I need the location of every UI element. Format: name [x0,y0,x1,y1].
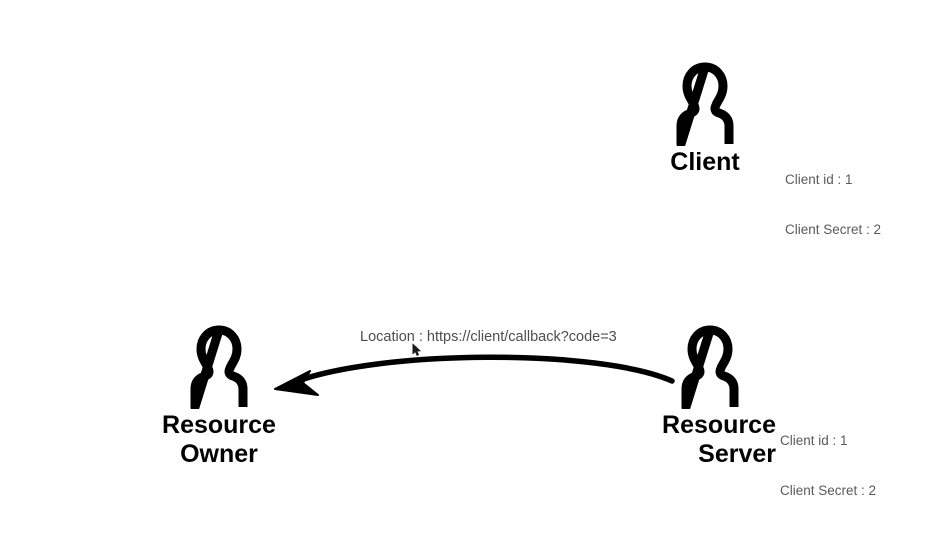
actor-label-client: Client [670,148,740,176]
curved-arrow-shaft [289,354,675,386]
annotation-line: Client Secret : 2 [780,482,877,498]
mouse-pointer-icon [412,343,421,356]
annotation-line: Client Secret : 2 [785,221,882,237]
server-annotation: Client id : 1 Client Secret : 2 redirect… [780,400,917,533]
annotation-line: Client id : 1 [780,433,848,448]
client-annotation: Client id : 1 Client Secret : 2 [785,139,881,271]
actor-client: Client [640,62,770,177]
actor-label-resource-owner: Resource Owner [162,411,276,468]
edge-label-location: Location : https://client/callback?code=… [360,329,617,345]
person-icon [190,325,248,409]
actor-label-resource-server: Resource Server [662,411,776,468]
person-icon [681,325,739,409]
person-icon [676,62,734,146]
actor-resource-server: Resource Server [644,325,776,469]
actor-resource-owner: Resource Owner [153,325,285,469]
annotation-line: Client id : 1 [785,172,853,187]
